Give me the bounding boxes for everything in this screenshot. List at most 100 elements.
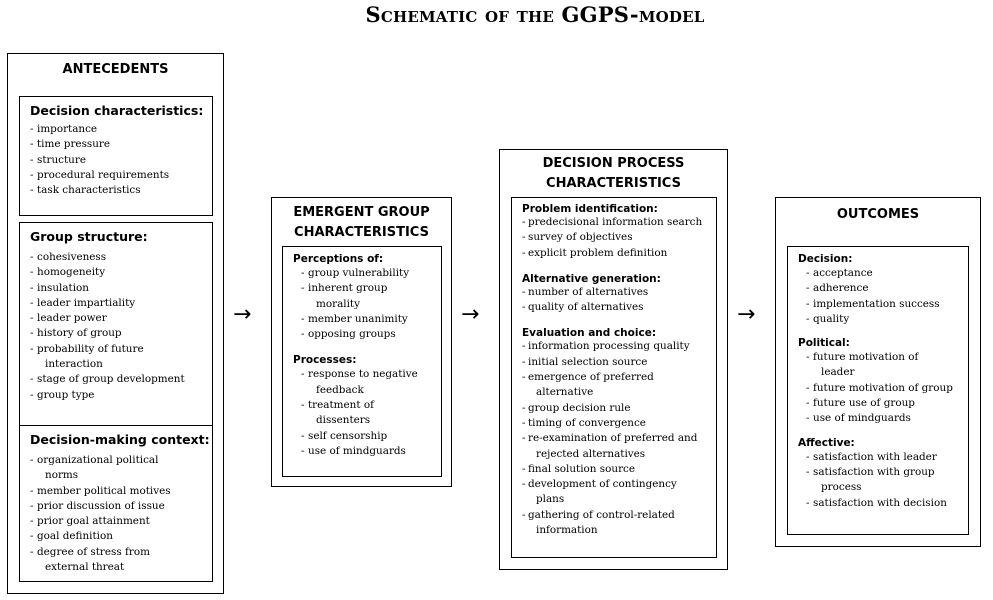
list-item: leader impartiality <box>20 296 212 312</box>
decision-characteristics-box: Decision characteristics: importance tim… <box>19 96 213 216</box>
right-arrow-icon: → <box>737 302 756 327</box>
list-item: satisfaction with leader <box>788 450 968 466</box>
decision-outcomes-list: acceptance adherence implementation succ… <box>788 266 968 327</box>
list-item: group type <box>20 388 212 404</box>
political-heading: Political: <box>798 337 850 350</box>
list-item-text: treatment of <box>308 399 374 412</box>
emergent-heading-line1: EMERGENT GROUP <box>293 205 430 220</box>
list-item-continuation: rejected alternatives <box>536 447 646 460</box>
list-item: member unanimity <box>283 312 441 328</box>
alternative-generation-heading: Alternative generation: <box>522 272 661 285</box>
decision-process-box: DECISION PROCESS CHARACTERISTICS Problem… <box>499 149 728 570</box>
list-item: future motivation of leader <box>788 350 968 381</box>
perceptions-list: group vulnerability inherent groupmorali… <box>283 266 441 343</box>
list-item: leader power <box>20 311 212 327</box>
political-list: future motivation of leader future motiva… <box>788 350 968 427</box>
outcomes-inner-box: Decision: acceptance adherence implement… <box>787 246 969 535</box>
affective-heading: Affective: <box>798 436 855 449</box>
processes-heading: Processes: <box>293 354 357 367</box>
list-item: information processing quality <box>512 339 716 355</box>
problem-identification-list: predecisional information search survey … <box>512 215 716 261</box>
affective-list: satisfaction with leader satisfaction wi… <box>788 450 968 511</box>
list-item: self censorship <box>283 429 441 445</box>
list-item: insulation <box>20 281 212 297</box>
list-item: re-examination of preferred and rejected … <box>512 431 716 462</box>
list-item: inherent group morality <box>283 281 441 312</box>
list-item: implementation success <box>788 297 968 313</box>
list-item-text: development of contingency <box>528 478 677 491</box>
list-item: development of contingency plans <box>512 477 716 508</box>
list-item: history of group <box>20 326 212 342</box>
list-item-text: future motivation of <box>813 351 919 364</box>
diagram-title: Schematic of the GGPS-model <box>365 2 705 27</box>
list-item: stage of group development <box>20 372 212 388</box>
list-item: satisfaction with group process <box>788 465 968 496</box>
list-item-text: inherent group <box>308 282 388 295</box>
list-item-continuation: feedback <box>316 383 364 396</box>
list-item: future use of group <box>788 396 968 412</box>
list-item-text: emergence of preferred <box>528 371 654 384</box>
list-item: emergence of preferred alternative <box>512 370 716 401</box>
emergent-inner-box: Perceptions of: group vulnerability inhe… <box>282 246 442 477</box>
list-item-continuation: morality <box>316 297 360 310</box>
list-item: structure <box>20 153 212 169</box>
list-item: time pressure <box>20 137 212 153</box>
list-item: acceptance <box>788 266 968 282</box>
list-item: future motivation of group <box>788 381 968 397</box>
evaluation-choice-heading: Evaluation and choice: <box>522 327 657 340</box>
decision-characteristics-list: importance time pressure structure proce… <box>20 122 212 199</box>
list-item: final solution source <box>512 462 716 478</box>
decision-context-box: Decision-making context: organizational … <box>19 425 213 582</box>
list-item: opposing groups <box>283 327 441 343</box>
outcomes-heading: OUTCOMES <box>836 207 920 222</box>
list-item-continuation: information <box>536 524 598 537</box>
process-heading-line2: CHARACTERISTICS <box>546 176 681 191</box>
list-item-continuation: external threat <box>45 561 125 574</box>
list-item: response to negative feedback <box>283 367 441 398</box>
list-item-text: degree of stress from <box>37 545 150 558</box>
list-item: number of alternatives <box>512 285 716 301</box>
right-arrow-icon: → <box>233 302 252 327</box>
list-item: cohesiveness <box>20 250 212 266</box>
group-structure-box: Group structure: cohesiveness homogeneit… <box>19 222 213 465</box>
list-item-text: response to negative <box>308 368 418 381</box>
group-structure-heading: Group structure: <box>30 229 148 244</box>
list-item-continuation: process <box>821 481 862 494</box>
list-item-continuation: plans <box>536 493 565 506</box>
list-item-text: gathering of control-related <box>528 508 675 521</box>
process-inner-box: Problem identification: predecisional in… <box>511 197 717 558</box>
list-item: goal definition <box>20 529 212 545</box>
emergent-group-box: EMERGENT GROUP CHARACTERISTICS Perceptio… <box>271 197 452 487</box>
list-item-continuation: leader <box>821 366 855 379</box>
antecedents-heading: ANTECEDENTS <box>62 62 169 77</box>
processes-list: response to negative feedback treatment o… <box>283 367 441 459</box>
list-item: adherence <box>788 281 968 297</box>
list-item-continuation: dissenters <box>316 414 371 427</box>
outcomes-box: OUTCOMES Decision: acceptance adherence … <box>775 197 981 547</box>
list-item-text: re-examination of preferred and <box>528 432 698 445</box>
perceptions-heading: Perceptions of: <box>293 253 384 265</box>
list-item: explicit problem definition <box>512 246 716 262</box>
problem-identification-heading: Problem identification: <box>522 203 658 215</box>
emergent-heading-line2: CHARACTERISTICS <box>294 225 429 240</box>
decision-characteristics-heading: Decision characteristics: <box>30 103 204 118</box>
process-heading-line1: DECISION PROCESS <box>542 156 685 171</box>
list-item: member political motives <box>20 484 212 500</box>
list-item: satisfaction with decision <box>788 496 968 512</box>
list-item: prior discussion of issue <box>20 499 212 515</box>
list-item: quality <box>788 312 968 328</box>
list-item-text: organizational political <box>37 454 159 466</box>
list-item: initial selection source <box>512 355 716 371</box>
list-item: predecisional information search <box>512 215 716 231</box>
list-item: degree of stress from external threat <box>20 545 212 576</box>
right-arrow-icon: → <box>461 302 480 327</box>
list-item-continuation: alternative <box>536 386 594 399</box>
list-item: prior goal attainment <box>20 514 212 530</box>
list-item: use of mindguards <box>788 411 968 427</box>
list-item-text: satisfaction with group <box>813 465 935 478</box>
antecedents-box: ANTECEDENTS Decision characteristics: im… <box>7 53 224 594</box>
list-item: treatment of dissenters <box>283 398 441 429</box>
list-item: quality of alternatives <box>512 300 716 316</box>
